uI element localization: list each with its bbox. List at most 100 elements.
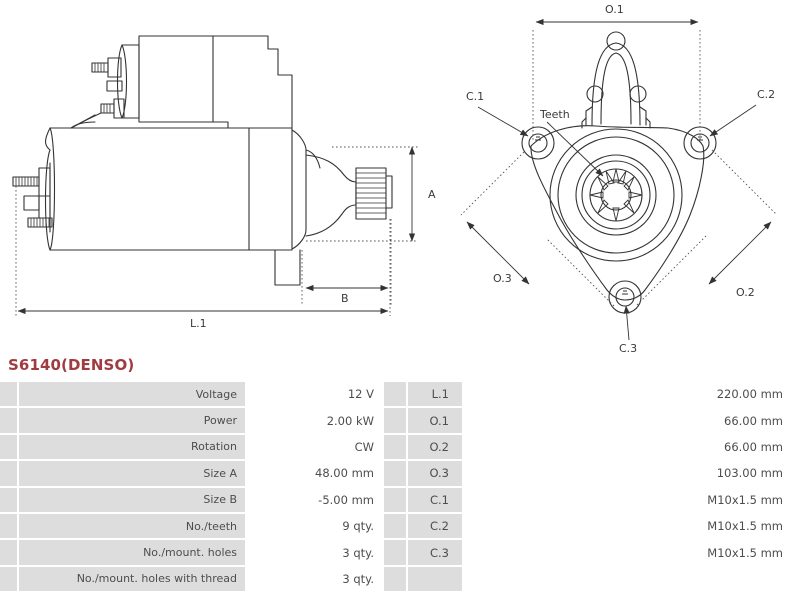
dim-value: 66.00 mm [462, 407, 791, 435]
dimension-O1: O.1 [532, 3, 701, 140]
solenoid-terminals [91, 57, 125, 119]
callout-label-teeth: Teeth [539, 108, 570, 121]
dimension-A: A [306, 146, 436, 242]
dim-label: C.1 [407, 486, 457, 514]
drive-end-housing [248, 127, 321, 286]
pinion-gear [355, 167, 393, 220]
spec-value: 48.00 mm [245, 460, 384, 488]
spec-label: Size B [18, 486, 246, 514]
spec-label: No./teeth [18, 512, 246, 541]
solenoid-cap [581, 31, 651, 129]
dim-value: 103.00 mm [462, 460, 791, 488]
table-row: Power 2.00 kW O.1 66.00 mm [0, 407, 791, 435]
dim-value: 220.00 mm [462, 382, 791, 409]
specification-table-body: Voltage 12 V L.1 220.00 mm Power 2.00 kW… [0, 382, 791, 593]
spec-label: Power [18, 407, 246, 435]
drawings-svg: .ln{fill:none;stroke:#333;stroke-width:1… [12, 3, 778, 352]
row-gap [383, 407, 408, 435]
row-gap2 [457, 512, 464, 541]
dimension-B: B [301, 219, 392, 305]
dimension-O3: O.3 [460, 151, 615, 307]
motor-yoke [44, 127, 250, 251]
callout-C2: C.2 [709, 88, 775, 137]
row-gap2 [457, 486, 464, 514]
product-title: S6140(DENSO) [8, 356, 135, 374]
spec-label: No./mount. holes [18, 539, 246, 567]
dim-value: M10x1.5 mm [462, 512, 791, 541]
pinion-teeth [589, 168, 643, 222]
row-spacer [0, 407, 19, 435]
row-gap [383, 433, 408, 462]
drive-nose [305, 154, 357, 237]
row-gap2 [457, 433, 464, 462]
row-gap2 [457, 460, 464, 488]
dim-label: C.3 [407, 539, 457, 567]
callout-label-C2: C.2 [757, 88, 775, 101]
spec-label: Rotation [18, 433, 246, 462]
callout-C3: C.3 [619, 305, 637, 352]
spec-label: Voltage [18, 382, 246, 409]
row-spacer [0, 433, 19, 462]
row-gap [383, 486, 408, 514]
table-row: Voltage 12 V L.1 220.00 mm [0, 382, 791, 409]
row-gap2 [457, 407, 464, 435]
spec-value: 9 qty. [245, 512, 384, 541]
dimension-label-O3: O.3 [493, 272, 512, 285]
spec-value: -5.00 mm [245, 486, 384, 514]
rear-stud-lower [27, 217, 53, 228]
row-gap [383, 539, 408, 567]
rear-stud-upper [12, 176, 40, 187]
spec-value: CW [245, 433, 384, 462]
dimension-L1: L.1 [15, 186, 391, 330]
dimension-label-L1: L.1 [190, 317, 207, 330]
mounting-boss-C2 [683, 126, 717, 160]
callout-label-C1: C.1 [466, 90, 484, 103]
dim-label: L.1 [407, 382, 457, 409]
specification-table: Voltage 12 V L.1 220.00 mm Power 2.00 kW… [0, 382, 791, 593]
solenoid [117, 35, 279, 129]
row-spacer [0, 460, 19, 488]
dimension-O2: O.2 [636, 149, 778, 306]
row-spacer [0, 539, 19, 567]
starter-side-view: A B L.1 [12, 35, 436, 330]
dim-value: 66.00 mm [462, 433, 791, 462]
row-gap [383, 460, 408, 488]
connector-strap [70, 112, 102, 129]
dim-label: O.2 [407, 433, 457, 462]
dim-value: M10x1.5 mm [462, 539, 791, 567]
spec-value: 3 qty. [245, 539, 384, 567]
starter-front-view: O.1 O.2 O.3 C.1 C.2 C.3 [460, 3, 778, 352]
row-spacer [0, 382, 19, 409]
row-spacer [0, 486, 19, 514]
body-circles [549, 128, 683, 262]
callout-teeth: Teeth [539, 108, 604, 177]
table-row: Rotation CW O.2 66.00 mm [0, 433, 791, 462]
row-gap [383, 512, 408, 541]
dimension-label-O2: O.2 [736, 286, 755, 299]
dim-label: C.2 [407, 512, 457, 541]
dim-label: O.3 [407, 460, 457, 488]
callout-label-C3: C.3 [619, 342, 637, 352]
dim-value: M10x1.5 mm [462, 486, 791, 514]
spec-value: 2.00 kW [245, 407, 384, 435]
row-gap [383, 382, 408, 409]
table-row: Size B -5.00 mm C.1 M10x1.5 mm [0, 486, 791, 514]
table-row: No./teeth 9 qty. C.2 M10x1.5 mm [0, 512, 791, 541]
dimension-label-O1: O.1 [605, 3, 624, 16]
callout-C1: C.1 [466, 90, 529, 137]
dim-label: O.1 [407, 407, 457, 435]
row-gap2 [457, 539, 464, 567]
specification-table-wrap: Voltage 12 V L.1 220.00 mm Power 2.00 kW… [0, 382, 791, 593]
technical-drawings: .ln{fill:none;stroke:#333;stroke-width:1… [12, 3, 778, 352]
spec-value: 12 V [245, 382, 384, 409]
upper-housing-step [277, 48, 293, 129]
mounting-flange [530, 125, 705, 301]
dimension-label-B: B [341, 292, 349, 305]
row-spacer [0, 512, 19, 541]
row-gap2 [457, 382, 464, 409]
table-row: Size A 48.00 mm O.3 103.00 mm [0, 460, 791, 488]
mounting-boss-C1 [521, 126, 555, 160]
spec-label: Size A [18, 460, 246, 488]
table-row: No./mount. holes 3 qty. C.3 M10x1.5 mm [0, 539, 791, 567]
dimension-label-A: A [428, 188, 436, 201]
